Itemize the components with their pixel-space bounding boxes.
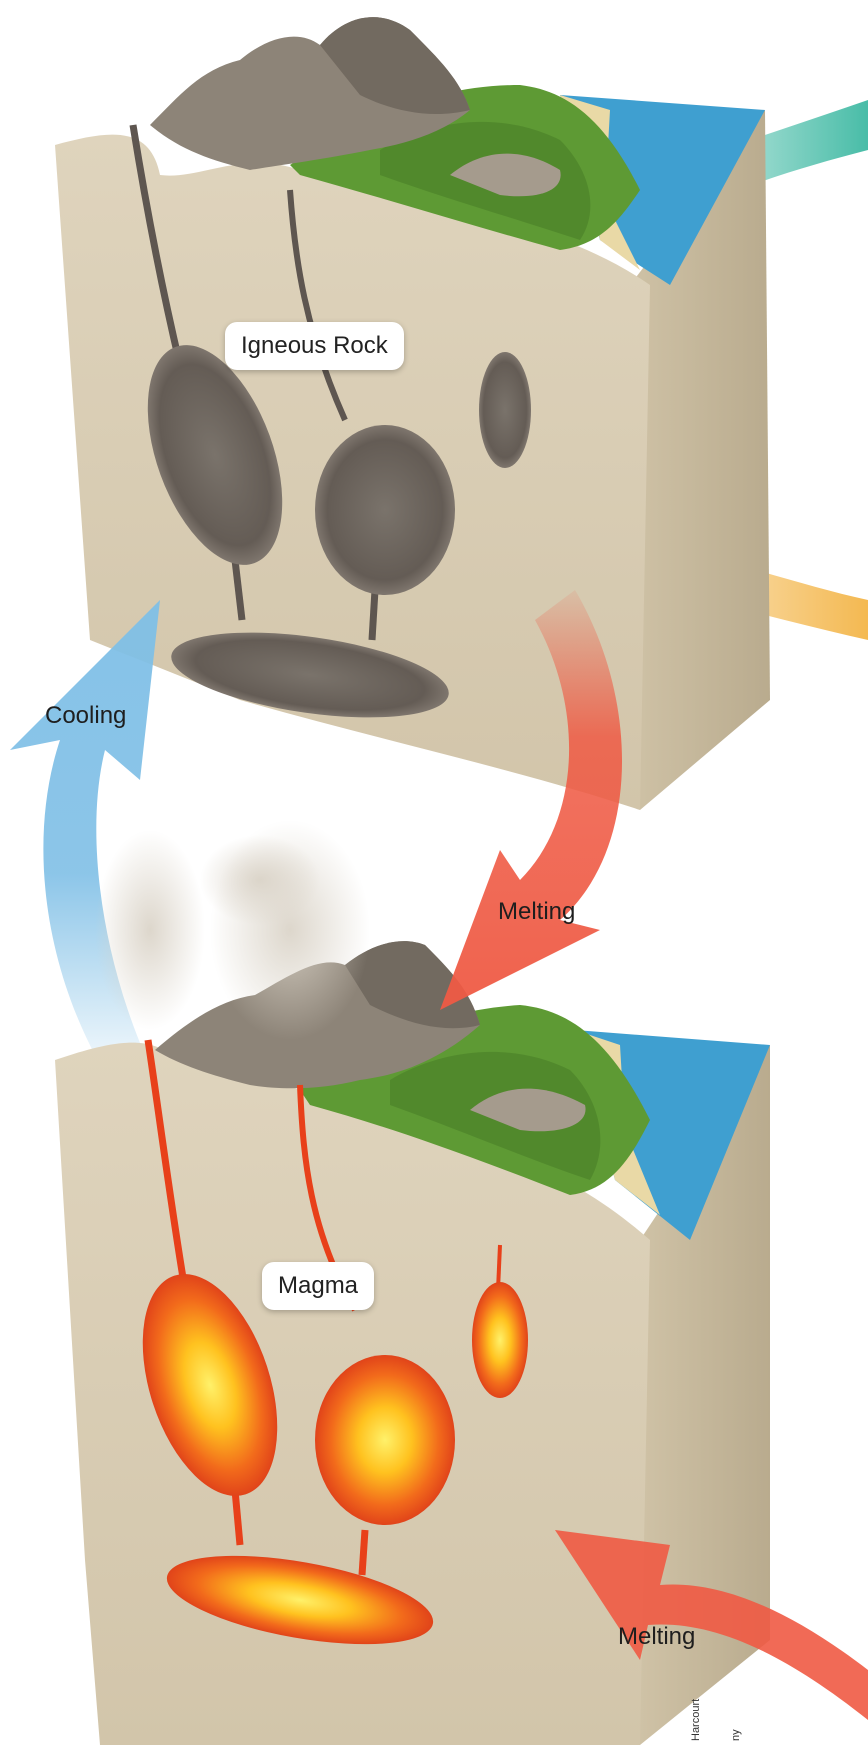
igneous-body-right (479, 352, 531, 468)
smoke-plume-left (95, 830, 205, 1030)
magma-channel-lower-mid (362, 1530, 365, 1575)
magma-channel-lower-left (235, 1490, 240, 1545)
igneous-body-middle (315, 425, 455, 595)
igneous-rock-label: Igneous Rock (225, 322, 404, 370)
credit-text-line2: ny (730, 1729, 742, 1741)
cooling-label: Cooling (45, 702, 126, 730)
magma-body-middle (315, 1355, 455, 1525)
igneous-dike-lower-mid (372, 590, 375, 640)
magma-label: Magma (262, 1262, 374, 1310)
credit-text-line1: Harcourt (690, 1699, 702, 1741)
melting-label-top: Melting (498, 898, 575, 926)
melting-label-bottom: Melting (618, 1623, 695, 1651)
magma-body-right (472, 1282, 528, 1398)
smoke-plume-right-top (200, 835, 320, 925)
igneous-block (55, 17, 770, 810)
